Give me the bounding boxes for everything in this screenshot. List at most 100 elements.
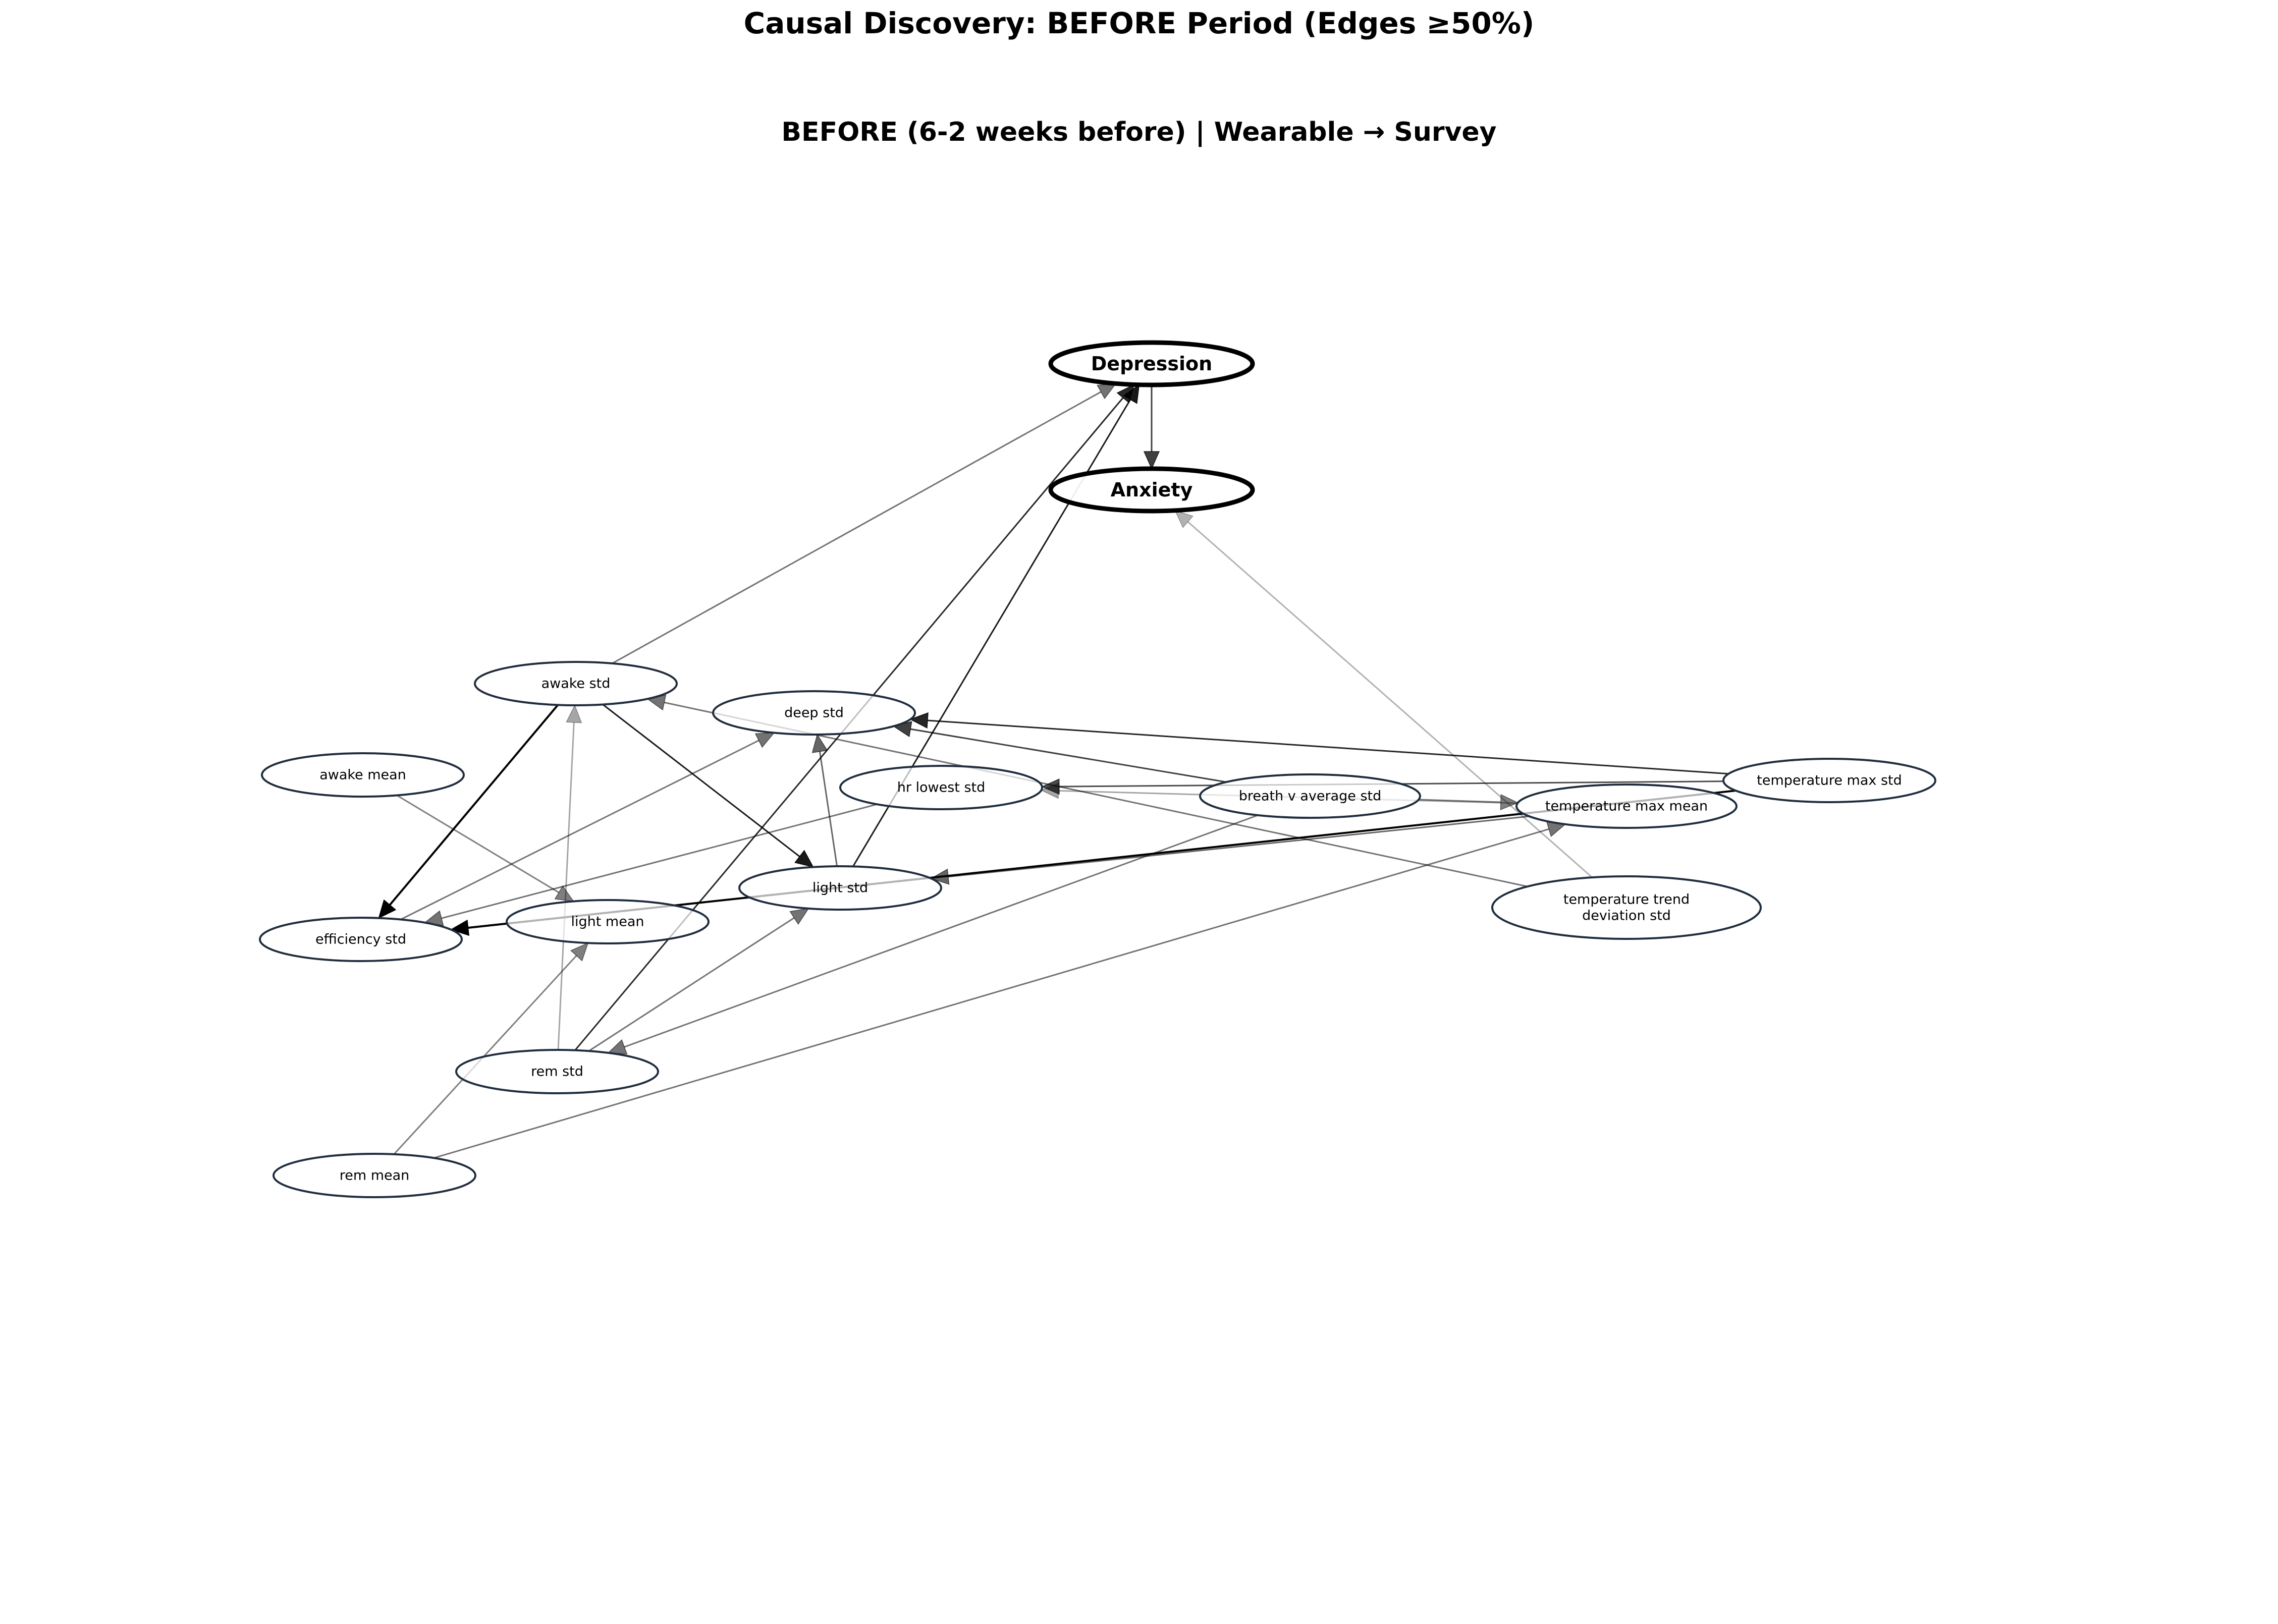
node-rem_std: rem std — [455, 1049, 659, 1094]
node-ellipse — [712, 690, 916, 736]
node-depression: Depression — [1048, 340, 1255, 387]
node-awake_std: awake std — [474, 661, 678, 706]
edge-arrowhead — [754, 732, 775, 748]
node-ellipse — [738, 865, 942, 911]
node-awake_mean: awake mean — [261, 752, 465, 798]
edge-arrowhead — [1174, 510, 1194, 528]
node-ellipse — [839, 765, 1043, 810]
node-temperature_max_std: temperature max std — [1722, 758, 1936, 803]
edge-arrowhead — [1097, 383, 1117, 400]
edge-arrowhead — [1500, 794, 1519, 811]
node-label: Anxiety — [1111, 479, 1193, 501]
node-label: temperature max mean — [1545, 799, 1708, 814]
edge-awake_std-to-depression — [612, 383, 1117, 664]
edge-arrowhead — [1116, 383, 1135, 404]
edge-line — [588, 917, 795, 1052]
node-ellipse — [1491, 875, 1762, 940]
edge-arrowhead — [811, 734, 828, 753]
edge-rem_mean-to-temperature_max_mean — [433, 821, 1566, 1159]
edge-awake_mean-to-light_mean — [396, 795, 575, 902]
edge-line — [389, 704, 559, 906]
node-ellipse — [506, 899, 710, 944]
node-light_mean: light mean — [506, 899, 710, 944]
node-ellipse — [1722, 758, 1936, 803]
node-label: temperature trend — [1563, 892, 1690, 908]
node-label: Depression — [1091, 353, 1212, 375]
node-breath_v_average_std: breath v average std — [1199, 773, 1421, 819]
edge-arrowhead — [607, 1039, 628, 1055]
edge-arrowhead — [566, 704, 582, 723]
node-label: light mean — [571, 914, 644, 930]
edge-line — [612, 391, 1102, 664]
figure-subtitle: BEFORE (6-2 weeks before) | Wearable → S… — [781, 117, 1497, 147]
edge-temperature_max_std-to-deep_std — [909, 712, 1729, 775]
node-rem_mean: rem mean — [273, 1153, 476, 1198]
node-ellipse — [273, 1153, 476, 1198]
edge-line — [1419, 799, 1501, 803]
edge-breath_v_average_std-to-rem_std — [607, 814, 1259, 1055]
node-efficiency_std: efficiency std — [259, 917, 463, 962]
edge-line — [393, 955, 577, 1155]
node-ellipse — [1199, 773, 1421, 819]
edge-awake_std-to-light_std — [602, 704, 814, 868]
edge-rem_std-to-awake_std — [557, 704, 582, 1050]
node-label: efficiency std — [315, 932, 406, 947]
node-ellipse — [261, 752, 465, 798]
node-label: breath v average std — [1239, 789, 1382, 804]
node-deep_std: deep std — [712, 690, 916, 736]
edge-arrowhead — [1040, 782, 1059, 799]
edge-line — [948, 815, 1530, 878]
edge-arrowhead — [450, 919, 469, 936]
node-label: temperature max std — [1757, 773, 1902, 789]
edge-rem_mean-to-light_mean — [393, 942, 589, 1155]
node-ellipse — [1048, 340, 1255, 387]
edge-awake_std-to-efficiency_std — [378, 704, 559, 919]
edge-line — [433, 828, 1549, 1159]
node-temperature_max_mean: temperature max mean — [1515, 783, 1738, 829]
edge-depression-to-anxiety — [1143, 385, 1160, 470]
node-hr_lowest_std: hr lowest std — [839, 765, 1043, 810]
node-label: deviation std — [1582, 908, 1671, 924]
edge-arrowhead — [930, 868, 950, 885]
node-light_std: light std — [738, 865, 942, 911]
node-ellipse — [455, 1049, 659, 1094]
edge-arrowhead — [789, 908, 809, 925]
node-ellipse — [474, 661, 678, 706]
edge-line — [1187, 521, 1593, 878]
edge-line — [819, 751, 838, 867]
edge-rem_std-to-light_std — [588, 908, 809, 1052]
edge-hr_lowest_std-to-efficiency_std — [424, 803, 878, 926]
node-label: hr lowest std — [897, 780, 986, 796]
node-label: awake mean — [319, 767, 406, 783]
node-ellipse — [1048, 466, 1255, 514]
edge-line — [927, 719, 1729, 775]
edge-arrowhead — [570, 942, 589, 962]
edge-efficiency_std-to-deep_std — [400, 732, 775, 920]
edge-arrowhead — [554, 885, 575, 902]
edge-arrowhead — [450, 920, 470, 936]
edge-temperature_max_mean-to-light_std — [930, 815, 1530, 885]
node-label: awake std — [541, 676, 611, 692]
edge-arrowhead — [378, 899, 397, 919]
node-label: light std — [812, 880, 868, 896]
edge-breath_v_average_std-to-temperature_max_mean — [1419, 794, 1519, 811]
edge-line — [910, 728, 1227, 783]
node-ellipse — [1515, 783, 1738, 829]
edge-line — [624, 814, 1259, 1048]
edge-line — [396, 795, 560, 893]
node-anxiety: Anxiety — [1048, 466, 1255, 514]
edge-line — [400, 740, 760, 920]
node-label: rem mean — [340, 1168, 410, 1184]
node-label: rem std — [531, 1064, 583, 1080]
edge-arrowhead — [909, 712, 929, 729]
edge-light_std-to-deep_std — [811, 734, 838, 867]
node-label: deep std — [784, 705, 844, 721]
edge-line — [441, 803, 878, 919]
edge-arrowhead — [1143, 451, 1160, 470]
node-ellipse — [259, 917, 463, 962]
edge-temperature_trend_deviation_std-to-anxiety — [1174, 510, 1593, 878]
edge-line — [602, 704, 800, 857]
edge-arrowhead — [794, 850, 814, 868]
